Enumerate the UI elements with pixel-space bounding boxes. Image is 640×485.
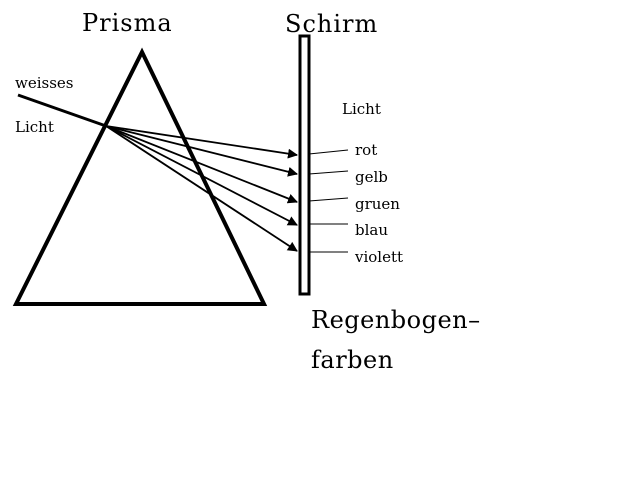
- incoming-light-label-2: Licht: [15, 118, 54, 136]
- color-label-gelb: gelb: [355, 168, 388, 186]
- color-label-rot: rot: [355, 141, 377, 159]
- leader-gruen: [308, 197, 349, 202]
- incoming-light-ray: [17, 93, 107, 128]
- ray-rot: [105, 125, 298, 159]
- screen-bar: [298, 34, 311, 296]
- dispersed-rays: [105, 125, 298, 252]
- rainbow-colors-label-2: farben: [311, 346, 394, 374]
- leader-gelb: [308, 170, 349, 175]
- prism-title: Prisma: [82, 9, 173, 37]
- screen-title: Schirm: [285, 10, 378, 38]
- ray-gelb: [105, 125, 298, 177]
- leader-lines: [308, 149, 349, 253]
- ray-violett: [105, 125, 298, 252]
- rainbow-colors-label-1: Regenbogen–: [311, 306, 481, 334]
- incoming-light-label-1: weisses: [15, 74, 73, 92]
- ray-gruen: [105, 125, 298, 204]
- prism-triangle: [12, 47, 268, 306]
- screen-light-label: Licht: [342, 100, 381, 118]
- color-label-violett: violett: [354, 248, 403, 266]
- ray-blau: [105, 125, 298, 226]
- leader-rot: [308, 149, 349, 155]
- color-label-gruen: gruen: [355, 195, 400, 213]
- color-label-blau: blau: [355, 221, 388, 239]
